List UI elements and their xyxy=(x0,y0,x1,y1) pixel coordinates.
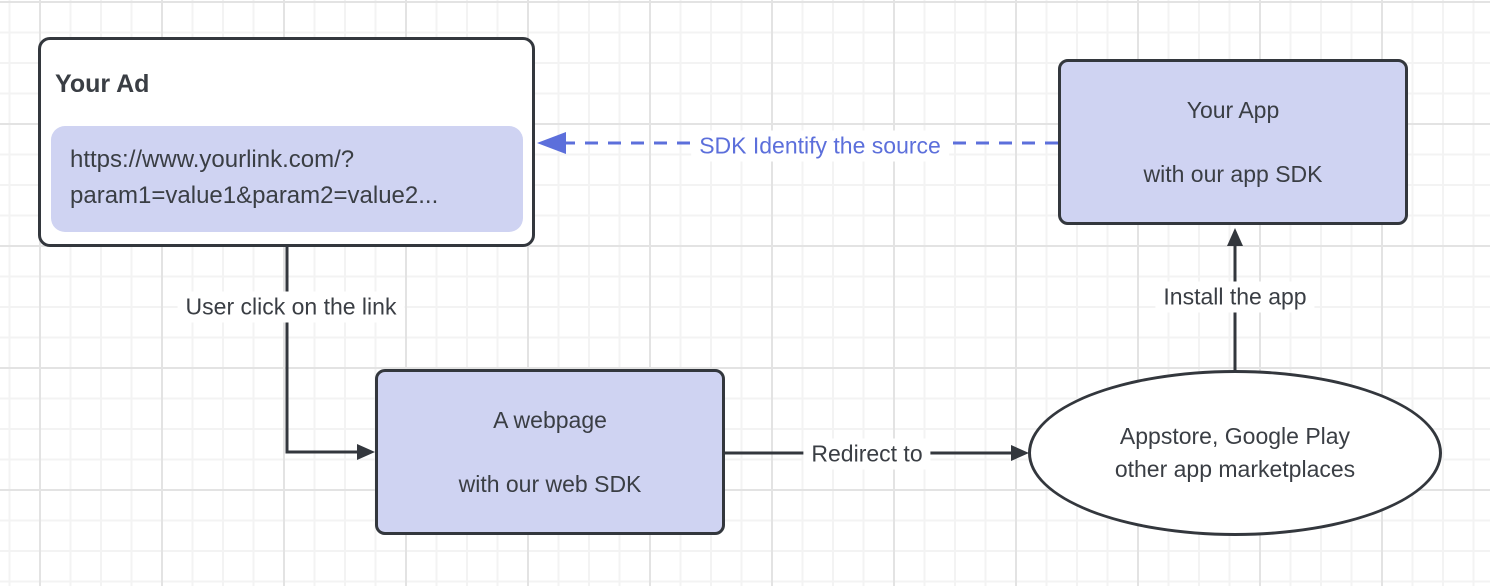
node-marketplaces: Appstore, Google Play other app marketpl… xyxy=(1028,370,1442,536)
edge-label-sdk-identify: SDK Identify the source xyxy=(691,130,949,162)
your-ad-url-line2: param1=value1&param2=value2... xyxy=(70,182,439,209)
webpage-line2: with our web SDK xyxy=(458,471,642,497)
marketplaces-line1: Appstore, Google Play xyxy=(1119,423,1351,449)
your-ad-url-line1: https://www.yourlink.com/? xyxy=(70,146,355,173)
arrowhead-left-icon xyxy=(537,132,566,154)
marketplaces-line2: other app marketplaces xyxy=(1114,456,1356,482)
your-ad-url-chip: https://www.yourlink.com/? param1=value1… xyxy=(51,126,523,232)
node-your-app: Your App with our app SDK xyxy=(1058,59,1408,225)
edge-label-user-click: User click on the link xyxy=(177,291,405,323)
node-webpage: A webpage with our web SDK xyxy=(375,369,725,535)
arrowhead-right-icon xyxy=(1011,445,1029,461)
arrowhead-right-icon xyxy=(357,444,375,460)
arrowhead-up-icon xyxy=(1227,228,1243,246)
your-app-line1: Your App xyxy=(1186,97,1280,123)
edge-label-redirect: Redirect to xyxy=(803,438,931,470)
your-ad-title: Your Ad xyxy=(55,70,150,98)
node-your-ad: Your Ad https://www.yourlink.com/? param… xyxy=(38,37,535,247)
edge-user-click-line xyxy=(285,247,360,454)
edge-user-click xyxy=(285,247,375,460)
webpage-line1: A webpage xyxy=(493,407,607,433)
your-app-line2: with our app SDK xyxy=(1143,161,1323,187)
edge-label-install: Install the app xyxy=(1155,281,1315,313)
